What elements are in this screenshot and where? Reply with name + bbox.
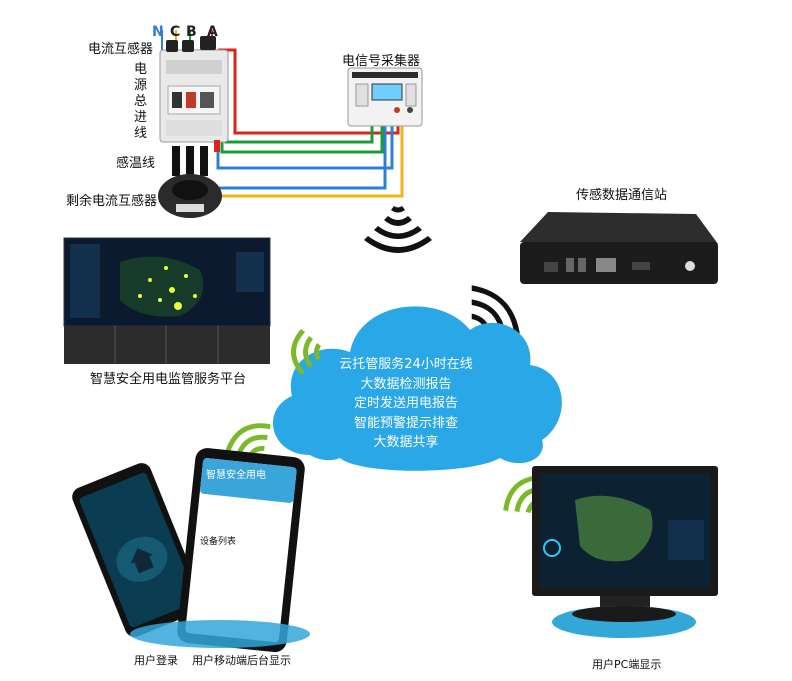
pc-monitor [532,466,718,638]
residual-current-transformer-label: 剩余电流互感器 [66,194,158,209]
cloud-line: 大数据共享 [373,435,439,450]
wire-yellow [212,126,404,198]
phone-login [72,463,205,637]
main-breaker [159,49,229,143]
user-login-label: 用户登录 [134,654,178,667]
cloud-shape [272,306,562,471]
phase-n-label: N [152,24,164,40]
wifi-signal-collector [364,206,432,253]
main-power-inlet-label: 电源总进线 [134,62,148,141]
phase-b-label: B [186,24,197,40]
platform-screen-wall [63,237,271,364]
residual-current-transformer [158,174,222,218]
temperature-cables [172,140,220,176]
current-transformers [166,36,216,52]
phone-backend [177,448,305,653]
cloud-line: 智能预警提示排查 [353,415,458,431]
cloud-line: 云托管服务24小时在线 [339,357,473,372]
cloud-line: 大数据检测报告 [360,376,452,392]
mobile-backend-label: 用户移动端后台显示 [192,654,291,667]
cloud-services-text: 云托管服务24小时在线 大数据检测报告 定时发送用电报告 智能预警提示排查 大数… [296,355,516,453]
signal-collector-device [347,67,423,127]
phase-c-label: C [170,24,181,40]
phone-section-label: 设备列表 [200,537,237,547]
wifi-green-platform [291,329,321,375]
phone-app-title: 智慧安全用电 [206,470,266,481]
wire-red [218,48,400,135]
comm-station-device [520,212,718,284]
current-transformer-label: 电流互感器 [88,42,154,57]
phase-a-label: A [207,24,218,40]
phone-base [130,620,310,648]
wire-blue-2 [210,126,387,190]
cloud-line: 定时发送用电报告 [353,396,458,411]
temperature-line-label: 感温线 [116,156,156,171]
signal-collector-label: 电信号采集器 [342,54,421,69]
comm-station-label: 传感数据通信站 [576,188,668,203]
pc-display-label: 用户PC端显示 [592,658,662,671]
wire-blue [216,126,394,170]
platform-name-label: 智慧安全用电监管服务平台 [90,372,247,387]
